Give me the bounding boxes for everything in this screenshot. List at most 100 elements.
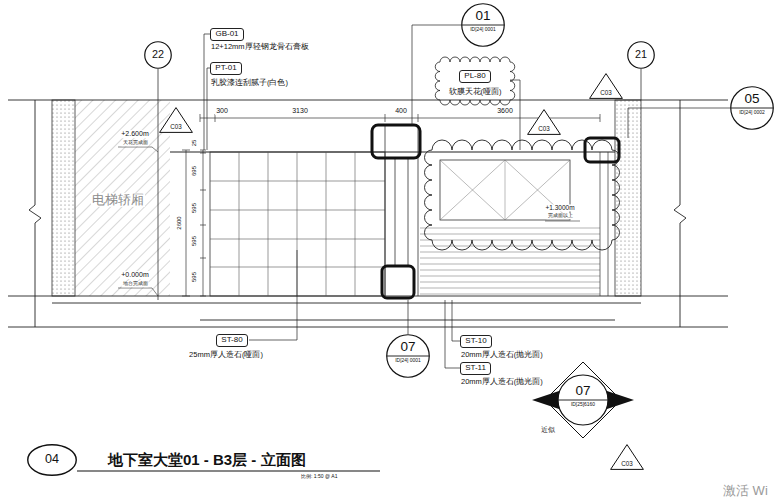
callout-number: 22 xyxy=(144,49,172,61)
dimension: 695 xyxy=(191,165,198,177)
callout-number: ST-11 xyxy=(465,364,486,373)
triangle-outline xyxy=(160,108,193,133)
bubble-ellipse xyxy=(28,445,77,476)
bubble-circle xyxy=(731,87,774,130)
detail-callout: 01ID[24] 0001 xyxy=(461,3,505,47)
material-note: 乳胶漆连刮腻子(白色) xyxy=(210,79,289,87)
level-note: 完成面以上 xyxy=(547,213,574,219)
scale-note: 比例: 1:50 @ A1 xyxy=(300,474,338,480)
elevator-hatch xyxy=(75,100,170,296)
title-underline xyxy=(77,470,380,471)
dimension: 3130 xyxy=(291,107,309,115)
level-value: +0.000m xyxy=(120,271,149,279)
bubble-divider xyxy=(462,25,505,26)
callout-number: 05 xyxy=(730,92,774,107)
floor-lines xyxy=(8,100,728,327)
revision-triangle: C03 xyxy=(159,107,193,133)
callout-number: PT-01 xyxy=(215,64,236,73)
bubble-circle xyxy=(558,375,608,425)
callout-number: C03 xyxy=(589,90,623,97)
revision-cloud xyxy=(425,140,620,250)
revision-triangle: C03 xyxy=(589,73,623,99)
level-value: +2.600m xyxy=(120,130,149,138)
leader-line xyxy=(204,25,730,368)
detail-box xyxy=(382,266,414,298)
bubble-circle xyxy=(628,42,655,69)
callout-number: 21 xyxy=(627,49,655,61)
dimension: 25 xyxy=(191,139,198,148)
callout-number: C03 xyxy=(610,461,644,468)
callout-note: 近似 xyxy=(540,426,556,434)
sheet-reference: ID[24] 0001 xyxy=(461,27,505,32)
material-tag: GB-01 xyxy=(210,28,244,41)
material-tag: ST-80 xyxy=(216,334,248,347)
stone-stripes xyxy=(420,228,600,294)
wall-section xyxy=(52,100,75,296)
material-note: 12+12mm厚轻钢龙骨石膏板 xyxy=(210,43,310,51)
level-marker xyxy=(118,147,580,296)
grid-line xyxy=(158,69,641,300)
level-value: +1.3000m xyxy=(544,204,575,211)
detail-callout: 07ID[24] 0001 xyxy=(386,334,430,378)
callout-number: PL-80 xyxy=(464,72,485,81)
dimension: 3600 xyxy=(496,107,514,115)
watermark: 激活 Wi xyxy=(722,484,769,498)
triangle-outline xyxy=(590,74,623,99)
bubble-divider xyxy=(387,356,430,357)
material-tag: PL-80 xyxy=(459,70,491,83)
callout-number: C03 xyxy=(159,124,193,131)
dimension: 2600 xyxy=(176,215,183,230)
material-note: 软膜天花(哑面) xyxy=(448,88,503,96)
dimension-line xyxy=(182,150,206,296)
callout-number: ST-10 xyxy=(465,337,486,346)
dimension: 300 xyxy=(215,107,229,115)
revision-cloud xyxy=(435,57,515,105)
detail-box xyxy=(372,125,420,158)
callout-number: C03 xyxy=(527,126,561,133)
callout-number: 07 xyxy=(528,384,638,399)
material-note: 25mm厚人造石(哑面) xyxy=(188,351,264,359)
material-note: 20mm厚人造石(抛光面) xyxy=(460,378,544,386)
sheet-reference: ID[25]6160 xyxy=(528,402,638,407)
revision-triangle: C03 xyxy=(527,109,561,135)
bubble-circle xyxy=(387,335,430,378)
stone-joints xyxy=(210,152,385,296)
material-tag: ST-11 xyxy=(460,362,491,375)
callout-number: 01 xyxy=(461,9,505,24)
material-tag: ST-10 xyxy=(460,335,492,348)
triangle-outline xyxy=(528,110,561,135)
bubble-divider xyxy=(731,108,774,109)
dimension: 595 xyxy=(191,271,198,283)
callout-number: 04 xyxy=(27,453,77,467)
material-tag: PT-01 xyxy=(210,62,242,75)
stone-wall xyxy=(210,152,385,296)
callout-number: 07 xyxy=(386,340,430,355)
dimension: 595 xyxy=(191,235,198,247)
detail-callout: 05ID[24] 0002 xyxy=(730,86,774,130)
dimension: 400 xyxy=(394,107,408,115)
view-number: 04 xyxy=(27,444,77,476)
diamond-outline xyxy=(545,362,621,438)
level-note: 地台完成面 xyxy=(122,281,149,287)
break-line xyxy=(29,100,686,327)
triangle-outline xyxy=(611,445,644,470)
revision-triangle: C03 xyxy=(610,444,644,470)
bubble-divider xyxy=(558,400,608,401)
bubble-circle xyxy=(462,4,505,47)
room-name: 电梯轿厢 xyxy=(91,193,145,207)
sheet-reference: ID[24] 0002 xyxy=(730,110,774,115)
material-note: 20mm厚人造石(抛光面) xyxy=(460,351,544,359)
callout-number: ST-80 xyxy=(221,336,242,345)
level-note: 天花完成面 xyxy=(122,140,149,146)
callout-number: GB-01 xyxy=(215,30,238,39)
drawing-title: 地下室大堂01 - B3层 - 立面图 xyxy=(108,452,306,469)
dimension: 595 xyxy=(191,202,198,214)
grid-bubble: 22 xyxy=(144,41,172,69)
bubble-circle xyxy=(145,42,172,69)
grid-bubble: 21 xyxy=(627,41,655,69)
trim-strip xyxy=(600,152,608,296)
sheet-reference: ID[24] 0001 xyxy=(386,358,430,363)
